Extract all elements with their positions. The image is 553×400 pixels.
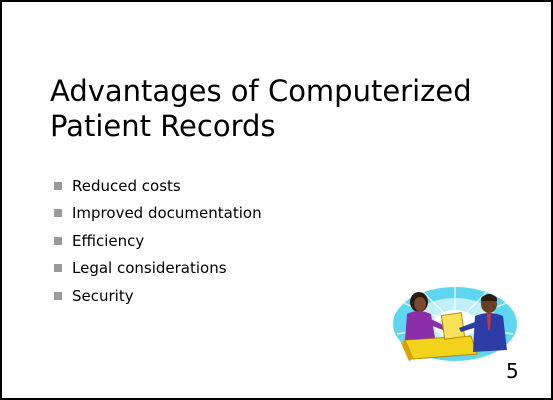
bullet-item: Reduced costs: [54, 172, 262, 200]
square-bullet-icon: [54, 264, 62, 273]
square-bullet-icon: [54, 181, 62, 190]
square-bullet-icon: [54, 291, 62, 300]
bullet-item: Efficiency: [54, 227, 262, 255]
page-number: 5: [506, 359, 519, 383]
square-bullet-icon: [54, 236, 62, 245]
business-handshake-clipart-icon: [393, 287, 517, 361]
bullet-text: Improved documentation: [72, 204, 262, 223]
bullet-text: Efficiency: [72, 231, 145, 250]
bullet-text: Legal considerations: [72, 259, 227, 278]
bullet-text: Reduced costs: [72, 176, 181, 195]
bullet-item: Improved documentation: [54, 200, 262, 228]
bullet-list: Reduced costs Improved documentation Eff…: [54, 172, 262, 310]
bullet-item: Legal considerations: [54, 255, 262, 283]
bullet-text: Security: [72, 286, 134, 305]
square-bullet-icon: [54, 209, 62, 218]
slide-title: Advantages of Computerized Patient Recor…: [50, 74, 472, 143]
bullet-item: Security: [54, 282, 262, 310]
